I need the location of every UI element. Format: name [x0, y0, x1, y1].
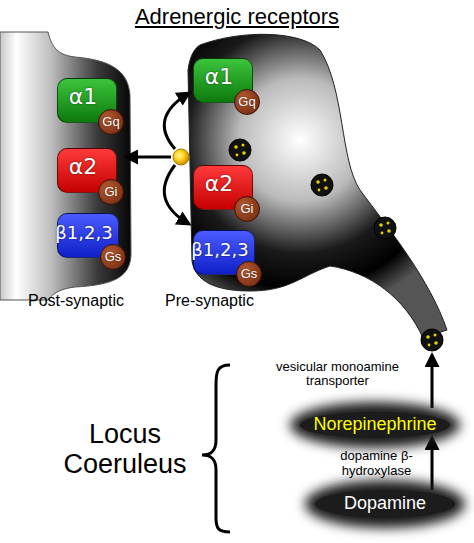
transport-arrow — [431, 355, 434, 408]
region-label: Post-synaptic — [28, 292, 158, 310]
brain-region-label: Locus Coeruleus — [55, 420, 195, 479]
receptor-box: β1,2,3Gs — [193, 230, 255, 275]
g-protein-circle: Gq — [98, 109, 124, 135]
node-text: α1 — [205, 65, 234, 89]
node-text: Gq — [238, 95, 255, 109]
g-protein-circle: Gq — [234, 89, 260, 115]
g-protein-circle: Gs — [236, 261, 262, 287]
molecule-label: Norepinephrine — [300, 412, 450, 438]
molecule-label: Dopamine — [315, 490, 455, 518]
node-text: α2 — [205, 172, 234, 196]
g-protein-circle: Gi — [234, 196, 260, 222]
reaction-arrow — [431, 438, 434, 490]
node-text: β1,2,3 — [191, 240, 248, 260]
node-text: Gs — [241, 267, 258, 281]
g-protein-circle: Gs — [100, 244, 126, 270]
release-arrow — [164, 93, 189, 149]
receptor-box: α1Gq — [193, 58, 253, 103]
post-synaptic-terminal — [0, 32, 131, 300]
curly-brace — [202, 365, 230, 532]
enzyme-label: dopamine β-hydroxylase — [329, 449, 424, 479]
node-text: Gi — [105, 185, 118, 199]
transporter-label: vesicular monoamine transporter — [255, 360, 420, 389]
node-text: Norepinephrine — [313, 415, 436, 435]
node-text: α2 — [69, 155, 98, 179]
receptor-box: α2Gi — [193, 165, 253, 210]
region-label: Pre-synaptic — [165, 292, 295, 310]
node-text: β1,2,3 — [55, 223, 112, 243]
vesicle — [229, 139, 251, 161]
receptor-box: α2Gi — [57, 148, 117, 193]
vesicle — [421, 329, 443, 351]
vesicle — [374, 217, 396, 239]
node-text: Gq — [102, 115, 119, 129]
receptor-box: β1,2,3Gs — [57, 213, 119, 258]
vesicle — [311, 174, 333, 196]
release-arrow — [126, 156, 171, 159]
diagram-title: Adrenergic receptors — [0, 4, 474, 30]
release-arrow — [164, 165, 189, 224]
node-text: Gs — [105, 250, 122, 264]
node-text: Gi — [241, 202, 254, 216]
receptor-box: α1Gq — [57, 78, 117, 123]
node-text: α1 — [69, 85, 98, 109]
node-text: Dopamine — [344, 494, 426, 514]
synaptic-vesicles — [229, 139, 443, 351]
release-arrows — [126, 93, 432, 408]
g-protein-circle: Gi — [98, 179, 124, 205]
norepinephrine-molecule — [173, 149, 189, 165]
